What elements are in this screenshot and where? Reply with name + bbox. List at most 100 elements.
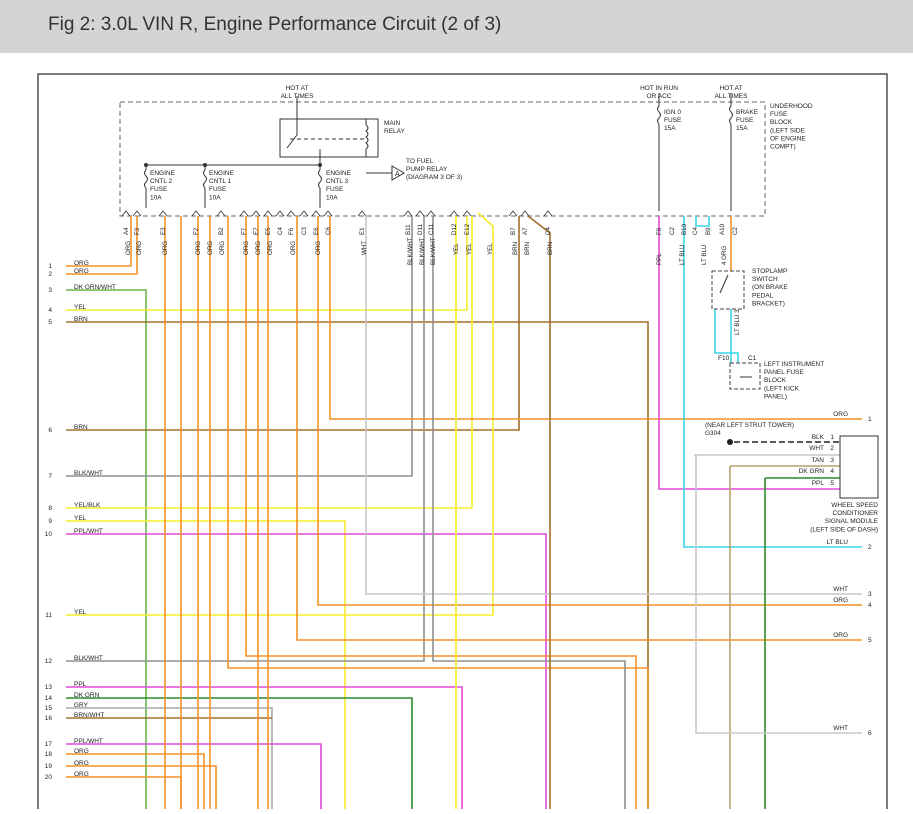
hot-in-run-label: OR ACC	[647, 93, 672, 100]
underhood-fuse-block-label: BLOCK	[770, 119, 793, 126]
wire-label-top: BRN	[524, 242, 531, 255]
connector-pin-E1: E1	[359, 227, 366, 235]
pin-bracket	[426, 210, 436, 217]
wire-label-left: ORG	[74, 268, 89, 275]
wire-number-right: 4	[868, 602, 872, 609]
wire-label-top: ORG	[315, 241, 322, 255]
stoplamp-switch-label: PEDAL	[752, 292, 774, 299]
wire-11-yel	[66, 212, 494, 616]
engine-cntl-3-fuse-label: CNTL 3	[326, 178, 349, 185]
pin-bracket	[520, 210, 530, 217]
main-relay-contacts	[286, 96, 369, 161]
junction-dot	[144, 163, 148, 167]
stoplamp-switch-label: STOPLAMP	[752, 268, 787, 275]
wire-19-org	[66, 765, 217, 814]
engine-cntl-2-fuse-label: ENGINE	[150, 170, 176, 177]
left-ip-fuse-block-label: PANEL)	[764, 393, 787, 400]
wire-5-brn	[66, 321, 649, 814]
engine-cntl-1-fuse-label: CNTL 1	[209, 178, 232, 185]
wire-org-right-5	[296, 216, 862, 641]
pin-bracket	[216, 210, 226, 217]
wire-label-top: BLK/WHT	[430, 237, 437, 265]
to-fuel-pump-relay-label: (DIAGRAM 3 OF 3)	[406, 174, 462, 181]
pin-bracket	[121, 210, 131, 217]
module-pin-number: 2	[830, 445, 834, 452]
wire-number-right: 3	[868, 591, 872, 598]
figure-title: Fig 2: 3.0L VIN R, Engine Performance Ci…	[48, 14, 502, 35]
wire-ltblu-ip	[714, 309, 739, 363]
connector-pin-C6: C6	[325, 227, 332, 235]
engine-cntl-2-fuse-label: FUSE	[150, 186, 168, 193]
wire-label-left: PPL/WHT	[74, 528, 103, 535]
connector-pin-B10: B10	[681, 223, 688, 235]
wire-number-left: 4	[48, 307, 52, 314]
wire-label-left: ORG	[74, 760, 89, 767]
g304-ground-label: G304	[705, 430, 721, 437]
wire-number-left: 6	[48, 427, 52, 434]
wire-tan-module	[729, 465, 840, 814]
wire-dkgrn-module	[764, 477, 840, 814]
pin-bracket	[251, 210, 261, 217]
pin-bracket	[132, 210, 142, 217]
wire-number-left: 1	[48, 263, 52, 270]
module-pin-label: PPL	[812, 480, 825, 487]
wire-label-top: YEL	[487, 243, 494, 255]
connector-pin-F6: F6	[288, 227, 295, 235]
engine-cntl-3-fuse-label: ENGINE	[326, 170, 352, 177]
wire-1-org	[66, 216, 132, 267]
wire-label-left: PPL/WHT	[74, 738, 103, 745]
connector-pin-B11: B11	[405, 224, 412, 235]
wire-label-top: ORG	[219, 241, 226, 255]
wire-label-top: BRN	[547, 242, 554, 255]
connector-pin-F3: F3	[134, 227, 141, 235]
module-pin-number: 3	[830, 457, 834, 464]
wire-number-right: 1	[868, 416, 872, 423]
wire-label-top: ORG	[125, 241, 132, 255]
wire-number-left: 5	[48, 319, 52, 326]
wire-8-yelblk	[66, 216, 473, 509]
wheel-speed-module-label: (LEFT SIDE OF DASH)	[810, 526, 878, 533]
wire-3-dkgrnwht	[66, 289, 147, 814]
wire-6-brn	[66, 216, 520, 431]
engine-cntl-3-fuse-label: FUSE	[326, 186, 344, 193]
pin-bracket	[158, 210, 168, 217]
wire-label-right: LT BLU 3	[734, 309, 741, 335]
pin-bracket	[462, 210, 472, 217]
pin-bracket	[323, 210, 333, 217]
wire-label-left: YEL	[74, 515, 87, 522]
wheel-speed-module-label: SIGNAL MODULE	[825, 518, 879, 525]
wire-label-left: ORG	[74, 260, 89, 267]
hot-in-run-label: HOT IN RUN	[640, 85, 678, 92]
wire-org-e7	[245, 216, 637, 814]
pin-bracket	[311, 210, 321, 217]
wire-number-left: 2	[48, 271, 52, 278]
diagram-border	[37, 73, 888, 814]
connector-pin-F2: F2	[193, 227, 200, 235]
connector-pin-D11: D11	[417, 224, 424, 235]
pin-bracket	[239, 210, 249, 217]
connector-pin-E5: E5	[265, 227, 272, 235]
stoplamp-switch-label: SWITCH	[752, 276, 778, 283]
connector-pin-E6: E6	[313, 227, 320, 235]
underhood-fuse-block-label: OF ENGINE	[770, 135, 806, 142]
wire-brn-c4	[527, 215, 551, 814]
wire-label-top: YEL	[453, 243, 460, 255]
underhood-fuse-block-label: UNDERHOOD	[770, 103, 813, 110]
engine-cntl-1-fuse-label: 10A	[209, 194, 221, 201]
wire-label-left: BLK/WHT	[74, 655, 103, 662]
wire-label-top: YEL	[466, 243, 473, 255]
wire-18-org	[66, 753, 205, 814]
engine-cntl-2-fuse-label: CNTL 2	[150, 178, 173, 185]
wire-number-left: 11	[45, 612, 52, 619]
wire-number-left: 14	[45, 695, 53, 702]
connector-pin-E12: E12	[464, 223, 471, 235]
underhood-fuse-block-label: (LEFT SIDE	[770, 127, 806, 134]
figure-header: Fig 2: 3.0L VIN R, Engine Performance Ci…	[0, 0, 913, 54]
connector-pin-C4: C4	[692, 227, 699, 235]
ign0-fuse-label: FUSE	[664, 117, 682, 124]
wire-number-left: 12	[45, 658, 53, 665]
pin-bracket	[403, 210, 413, 217]
wire-number-left: 19	[45, 763, 53, 770]
